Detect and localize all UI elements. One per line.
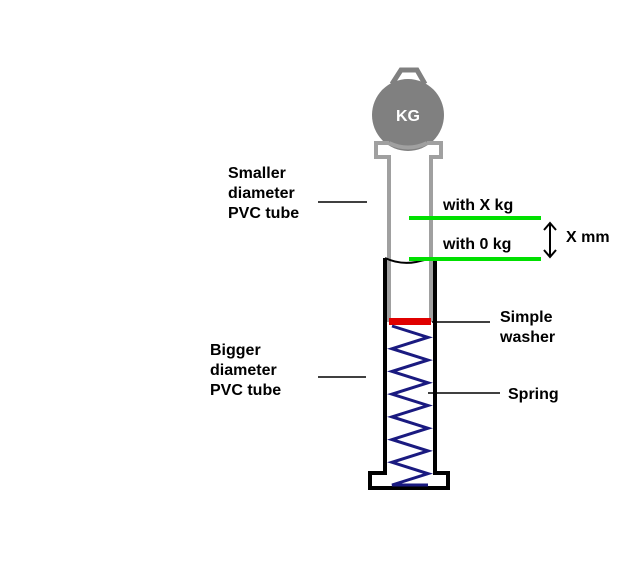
- bigger-tube-label-line-3: PVC tube: [210, 382, 281, 399]
- weight-ball: [372, 79, 444, 151]
- smaller-tube-label-line-1: Smaller: [228, 165, 286, 182]
- weight-label: KG: [396, 108, 420, 125]
- smaller-tube-label-line-3: PVC tube: [228, 205, 299, 222]
- big-tube-body: [368, 258, 450, 490]
- spring-label: Spring: [508, 386, 559, 403]
- small-tube-cap: [388, 141, 428, 150]
- displacement-arrow: [543, 221, 557, 259]
- weight: KG: [372, 67, 444, 151]
- with-0-kg-label: with 0 kg: [442, 236, 511, 253]
- bigger-tube-label-line-1: Bigger: [210, 342, 261, 359]
- smaller-tube-label-line-2: diameter: [228, 185, 295, 202]
- bigger-tube-label: Bigger diameter PVC tube: [210, 342, 281, 399]
- washer-label-line-1: Simple: [500, 309, 553, 326]
- big-tube: [368, 257, 450, 490]
- x-mm-label: X mm: [566, 229, 610, 246]
- with-x-kg-label: with X kg: [442, 197, 513, 214]
- smaller-tube-label: Smaller diameter PVC tube: [228, 165, 299, 222]
- spring: [387, 324, 433, 487]
- washer: [389, 318, 431, 325]
- washer-label-line-2: washer: [499, 329, 555, 346]
- washer-label: Simple washer: [499, 309, 555, 346]
- bigger-tube-label-line-2: diameter: [210, 362, 277, 379]
- weight-handle: [389, 67, 428, 86]
